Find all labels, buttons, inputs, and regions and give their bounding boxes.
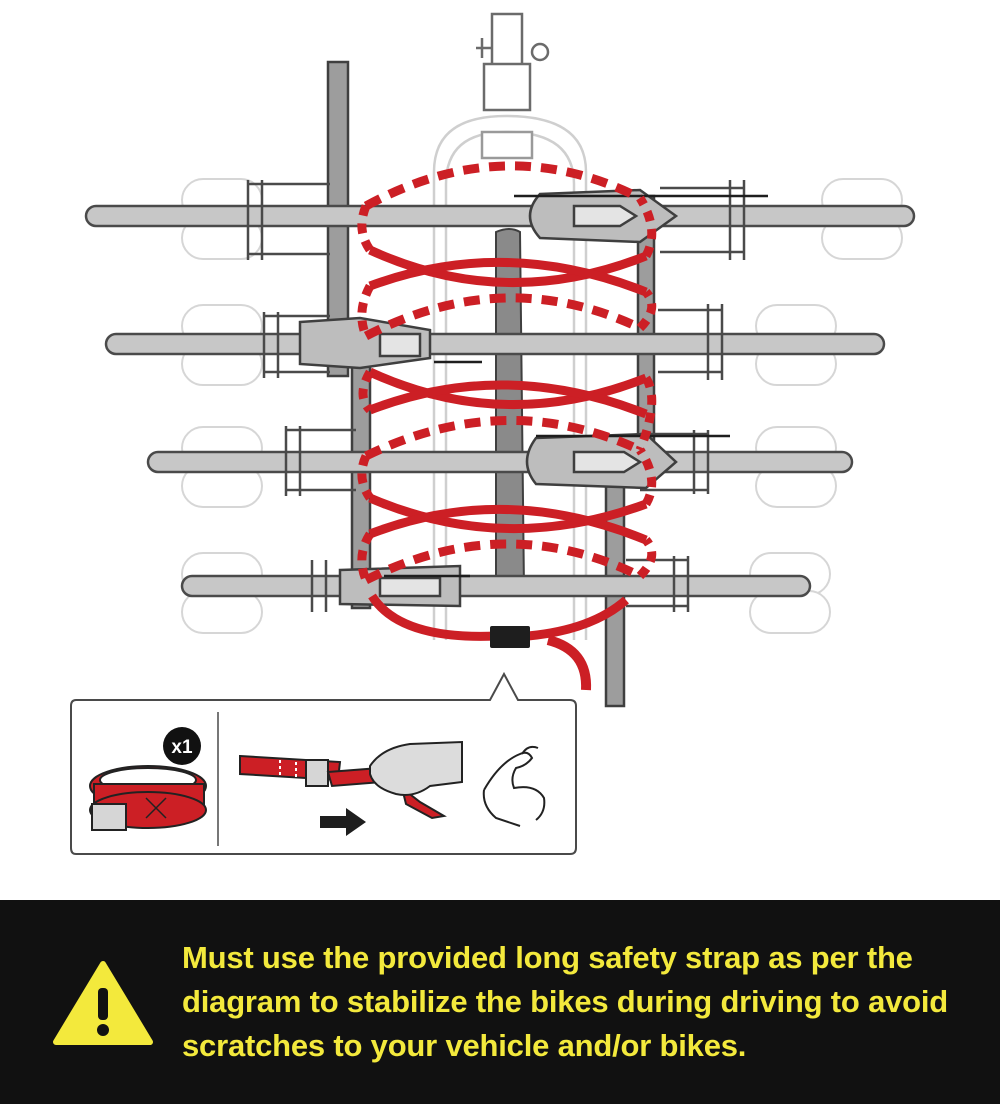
warning-banner (0, 900, 1000, 1104)
warning-message: Must use the provided long safety strap … (182, 940, 949, 1063)
strap-tightening-icon (239, 740, 463, 836)
safety-strap-diagram: x1 (70, 12, 916, 855)
rack-illustration (84, 12, 916, 708)
hand-icon (369, 740, 463, 796)
wheel-tray-2 (104, 332, 886, 356)
quantity-badge: x1 (163, 727, 201, 765)
wheel-hoops (246, 180, 746, 612)
flexed-arm-icon (482, 745, 546, 827)
hitch-mast (476, 12, 550, 112)
strap-buckle (490, 626, 530, 648)
safety-strap (357, 161, 657, 691)
wheel-tray-4 (180, 574, 812, 598)
carrier-frame (432, 114, 588, 640)
quantity-badge-label: x1 (171, 737, 193, 758)
wheel-tray-1 (84, 204, 916, 228)
warning-triangle-icon (53, 961, 153, 1045)
arrow-right-icon (320, 808, 366, 836)
strap-instruction-inset: x1 (70, 671, 577, 855)
coiled-strap-icon (89, 765, 207, 831)
wheel-tray-3 (146, 450, 854, 474)
